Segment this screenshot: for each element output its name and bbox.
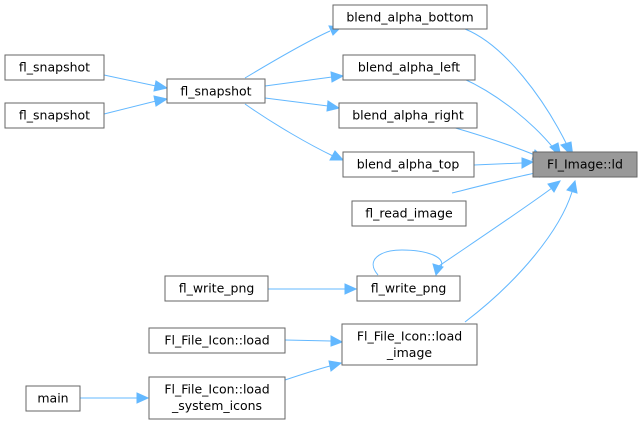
node-blend-alpha-bottom[interactable]: blend_alpha_bottom <box>332 4 488 30</box>
edge-blend-alpha-top-to-target <box>473 157 535 169</box>
node-main[interactable]: main <box>25 385 81 412</box>
edge-fl-snapshot-to-blend-alpha-left <box>264 71 345 87</box>
edge-fl-snapshot-bottom-to-mid <box>103 95 169 115</box>
node-blend-alpha-right[interactable]: blend_alpha_right <box>338 102 478 129</box>
edge-fl-write-png-outer-to-inner <box>268 283 358 295</box>
node-label: blend_alpha_right <box>352 108 464 123</box>
edge-fl-snapshot-to-blend-alpha-bottom <box>244 25 343 79</box>
node-label-line2: _system_icons <box>171 398 262 413</box>
node-fl-file-icon-load-image[interactable]: Fl_File_Icon::load _image <box>341 323 478 366</box>
node-label: fl_snapshot <box>19 60 90 75</box>
edge-fl-snapshot-to-blend-alpha-right <box>264 97 341 112</box>
edge-load-system-icons-to-load-image <box>284 360 343 381</box>
node-fl-snapshot-top[interactable]: fl_snapshot <box>4 54 105 81</box>
node-label: fl_snapshot <box>180 84 251 99</box>
node-fl-snapshot-mid[interactable]: fl_snapshot <box>166 78 266 104</box>
node-blend-alpha-left[interactable]: blend_alpha_left <box>342 54 476 81</box>
node-label: fl_write_png <box>371 281 447 296</box>
node-label-line2: _image <box>386 345 432 360</box>
node-blend-alpha-top[interactable]: blend_alpha_top <box>342 151 475 178</box>
edges <box>80 25 578 404</box>
node-fl-file-icon-load[interactable]: Fl_File_Icon::load <box>148 327 286 354</box>
node-fl-file-icon-load-system-icons[interactable]: Fl_File_Icon::load _system_icons <box>148 376 286 420</box>
node-label: blend_alpha_bottom <box>346 10 473 25</box>
edge-load-image-to-target <box>464 179 578 323</box>
node-label-line1: Fl_File_Icon::load <box>357 329 462 344</box>
edge-blend-alpha-bottom-to-target <box>464 28 574 159</box>
edge-main-to-load-system-icons <box>80 392 150 404</box>
node-fl-image-ld[interactable]: Fl_Image::ld <box>532 151 638 178</box>
node-label: fl_write_png <box>179 281 255 296</box>
node-label: blend_alpha_left <box>358 60 460 75</box>
node-fl-read-image[interactable]: fl_read_image <box>351 200 467 227</box>
edge-fl-write-png-self-loop <box>372 249 444 277</box>
edge-fl-snapshot-top-to-mid <box>103 74 169 92</box>
node-fl-write-png-outer[interactable]: fl_write_png <box>164 275 269 302</box>
node-label: Fl_File_Icon::load <box>164 333 269 348</box>
node-label: blend_alpha_top <box>357 157 460 172</box>
node-label: fl_read_image <box>365 206 453 221</box>
node-label: fl_snapshot <box>19 108 90 123</box>
node-label: main <box>37 391 68 406</box>
node-fl-write-png-inner[interactable]: fl_write_png <box>356 275 461 302</box>
edge-load-to-load-image <box>284 335 344 347</box>
edge-fl-snapshot-to-blend-alpha-top <box>244 103 345 161</box>
edge-fl-write-png-to-target <box>435 180 561 269</box>
node-label: Fl_Image::ld <box>547 157 623 172</box>
node-fl-snapshot-bottom[interactable]: fl_snapshot <box>4 102 105 129</box>
node-label-line1: Fl_File_Icon::load <box>164 382 269 397</box>
